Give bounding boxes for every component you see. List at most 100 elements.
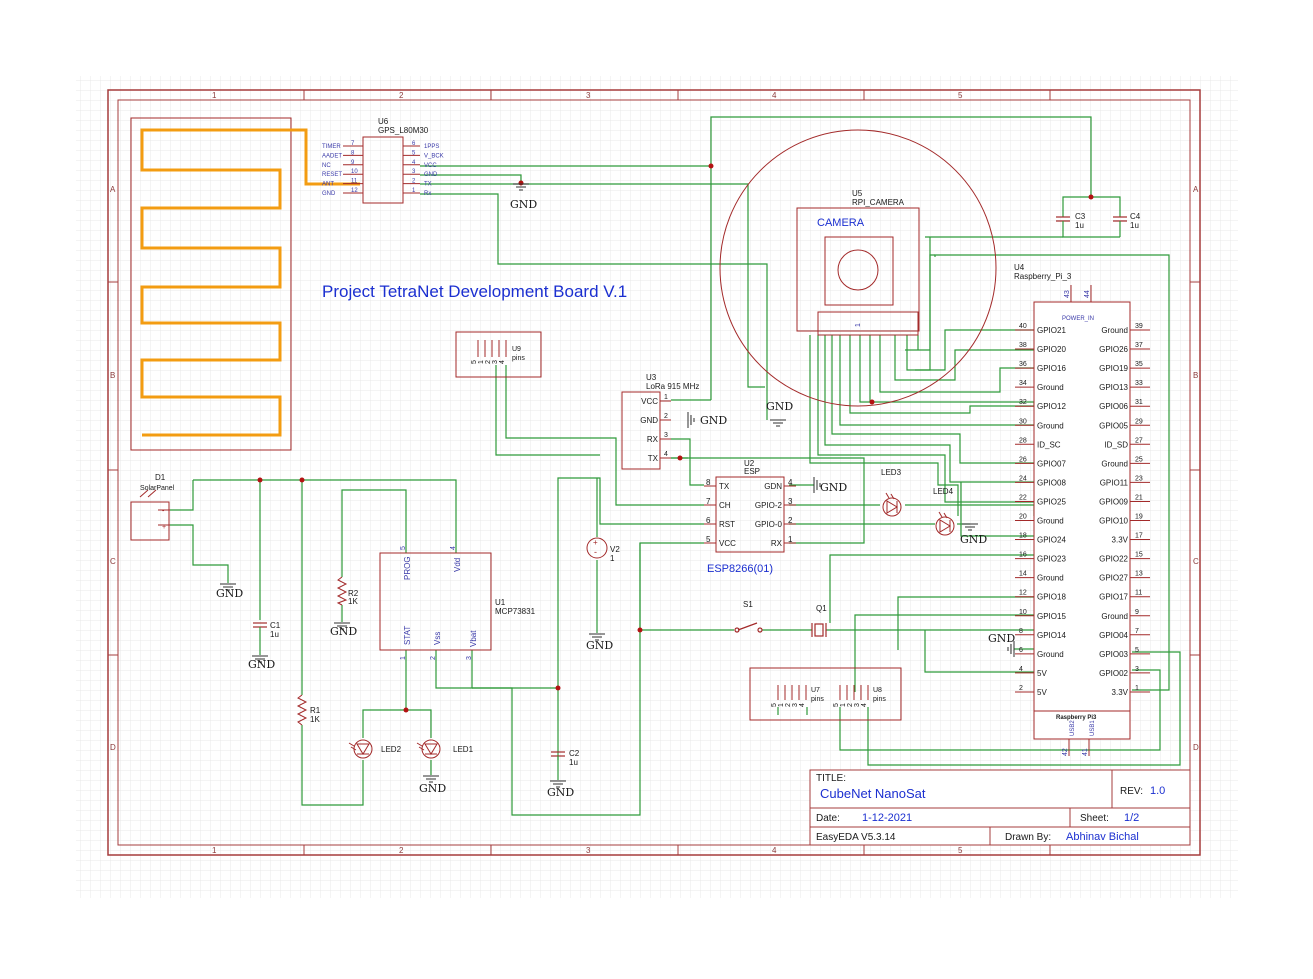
rpi-left-pin-num: 8 [1019, 628, 1023, 635]
gnd-label: GND [248, 658, 275, 671]
gnd-label: GND [960, 533, 987, 546]
rpi-right-pin-num: 3 [1135, 666, 1139, 673]
r2-ref: R2 [348, 589, 359, 598]
gps-right-pin-num: 6 [412, 141, 416, 147]
gnd-icon: GND [547, 780, 574, 799]
rpi-right-pin-num: 1 [1135, 685, 1139, 692]
v2-val: 1 [610, 554, 615, 563]
rpi-left-pin-num: 28 [1019, 437, 1027, 444]
charger-vss-n: 2 [430, 656, 437, 660]
rpi-left-pin-name: ID_SC [1037, 440, 1061, 449]
header-pin-num: 2 [847, 703, 854, 707]
esp-right-pin-name: GPIO-0 [755, 520, 783, 529]
led1-ref: LED1 [453, 745, 474, 754]
gps-ref: U6 [378, 117, 389, 126]
esp-ref: U2 [744, 459, 755, 468]
gps-left-pin-name: RESET [322, 172, 342, 178]
header-pin-num: 5 [471, 360, 478, 364]
rpi-right-pin-num: 27 [1135, 437, 1143, 444]
esp-left-pin-name: CH [719, 501, 731, 510]
rpi-left-pin-name: 5V [1037, 669, 1047, 678]
v2-plus: + [593, 538, 598, 547]
gps-right-pin-name: V_BCK [424, 153, 444, 159]
esp-left-pin-num: 7 [706, 497, 711, 506]
tool-version: EasyEDA V5.3.14 [816, 832, 896, 843]
gps-left-pin-num: 12 [351, 188, 358, 194]
frame-col-top: 2 [399, 91, 404, 100]
rpi-left-pin-name: Ground [1037, 517, 1064, 526]
v2-minus: - [594, 547, 597, 557]
rpi-right-pin-num: 19 [1135, 514, 1143, 521]
rpi-power-label: POWER_IN [1062, 316, 1094, 322]
charger-prog: PROG [403, 556, 412, 580]
solar-plus: + [162, 524, 166, 531]
lora-pin-name: GND [640, 416, 658, 425]
c4-val: 1u [1130, 221, 1139, 230]
solar-ref: D1 [155, 473, 166, 482]
gps-right-pin-name: 1PPS [424, 144, 439, 150]
v2-ref: V2 [610, 545, 620, 554]
esp-left-pin-name: RST [719, 520, 735, 529]
rpi-right-pin-num: 23 [1135, 475, 1143, 482]
rpi-left-pin-name: Ground [1037, 574, 1064, 583]
charger-vdd-n: 4 [450, 546, 457, 550]
switch-s1 [734, 622, 763, 633]
lora-pin-num: 1 [664, 394, 668, 401]
rpi-left-pin-name: GPIO20 [1037, 345, 1066, 354]
gnd-label: GND [766, 400, 793, 413]
c3-ref: C3 [1075, 212, 1086, 221]
q1-ref: Q1 [816, 604, 827, 613]
gnd-label: GND [586, 639, 613, 652]
rpi-power-pin-num: 44 [1084, 290, 1091, 298]
rpi-right-pin-name: Ground [1101, 326, 1128, 335]
esp-right-pin-num: 3 [788, 497, 793, 506]
rpi-left-pin-name: GPIO14 [1037, 631, 1066, 640]
esp-right-pin-name: GDN [764, 482, 782, 491]
crystal-q1 [811, 623, 827, 637]
rpi-usb-pin-num: 41 [1082, 748, 1089, 756]
rpi-right-pin-num: 21 [1135, 494, 1143, 501]
rpi-part: Raspberry_Pi_3 [1014, 272, 1072, 281]
gps-left-pin-name: AADET [322, 153, 342, 159]
led3-ref: LED3 [881, 468, 902, 477]
gnd-icon: GND [216, 583, 243, 600]
rpi-right-pin-name: GPIO09 [1099, 497, 1128, 506]
raspberry-pi-module: U4 Raspberry_Pi_3 POWER_IN Raspberry Pi3… [1014, 263, 1150, 756]
gps-right-pin-num: 1 [412, 188, 416, 194]
gnd-label: GND [510, 198, 537, 211]
esp-left-pin-name: TX [719, 482, 730, 491]
camera-part: RPI_CAMERA [852, 198, 905, 207]
charger-vdd: Vdd [453, 558, 462, 572]
u8-label: pins [873, 696, 886, 703]
drawn-by-label: Drawn By: [1005, 832, 1051, 843]
rpi-right-pin-name: GPIO06 [1099, 402, 1128, 411]
date-value: 1-12-2021 [862, 812, 912, 824]
rpi-left-pin-num: 34 [1019, 380, 1027, 387]
rpi-right-pin-name: ID_SD [1104, 440, 1128, 449]
rpi-left-pin-name: Ground [1037, 383, 1064, 392]
leds [348, 492, 955, 759]
rpi-left-pin-num: 30 [1019, 418, 1027, 425]
u7-label: pins [811, 696, 824, 703]
rpi-power-pin-num: 43 [1064, 290, 1071, 298]
header-pin-num: 5 [771, 703, 778, 707]
header-pin-num: 3 [854, 703, 861, 707]
gps-left-pin-num: 8 [351, 150, 355, 156]
rpi-left-pin-num: 6 [1019, 647, 1023, 654]
frame-col-top: 3 [586, 91, 591, 100]
header-pin-num: 4 [861, 703, 868, 707]
rpi-right-pin-name: Ground [1101, 612, 1128, 621]
rpi-right-pin-num: 33 [1135, 380, 1143, 387]
header-pin-num: 2 [785, 703, 792, 707]
header-pin-num: 1 [840, 703, 847, 707]
c1-ref: C1 [270, 621, 281, 630]
gnd-icon: GND [766, 400, 793, 427]
gnd-icon: GND [988, 632, 1015, 657]
rev-value: 1.0 [1150, 785, 1165, 797]
gps-right-pin-name: GND [424, 172, 438, 178]
rpi-left-pin-name: GPIO23 [1037, 555, 1066, 564]
rpi-right-pin-name: 3.3V [1112, 688, 1129, 697]
esp-right-pin-num: 1 [788, 535, 793, 544]
